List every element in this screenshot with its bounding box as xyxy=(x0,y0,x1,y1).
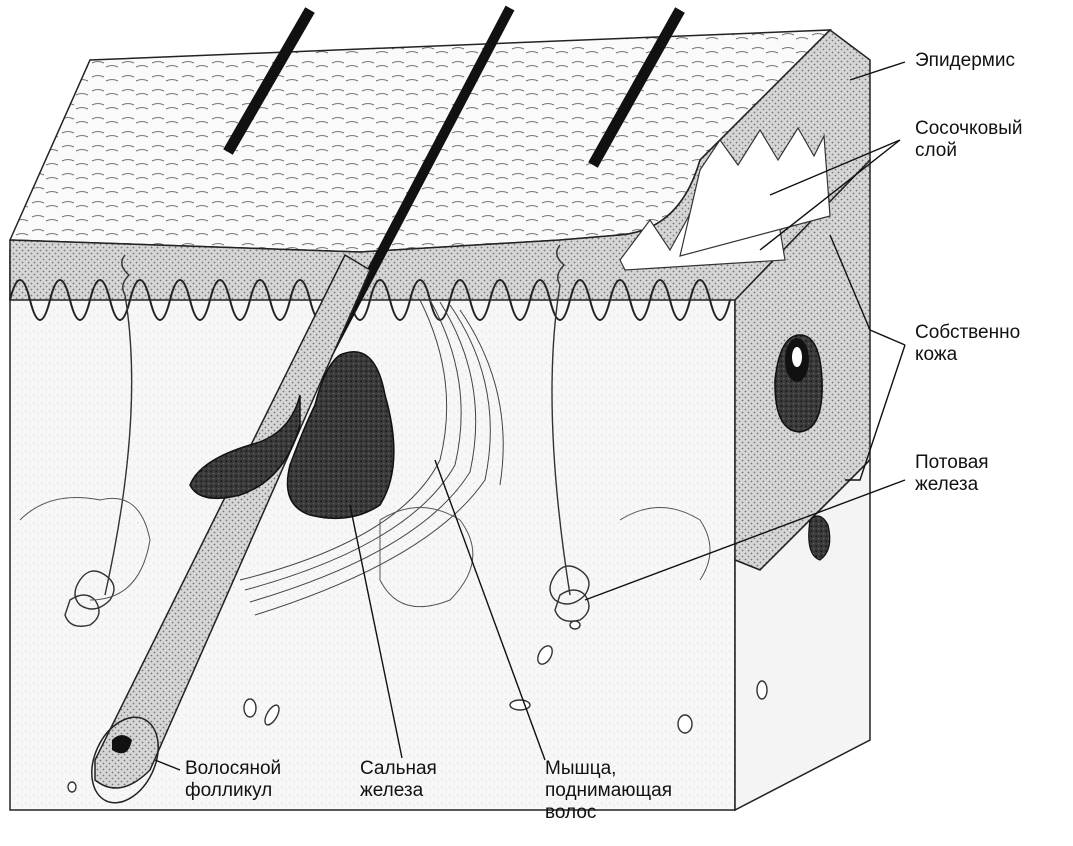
label-dermis: Собственно кожа xyxy=(915,322,1020,366)
label-epidermis: Эпидермис xyxy=(915,50,1015,72)
label-sweat-gland: Потовая железа xyxy=(915,452,989,496)
label-papillary-layer: Сосочковый слой xyxy=(915,118,1023,162)
label-arrector-muscle: Мышца, поднимающая волос xyxy=(545,758,672,824)
label-hair-follicle: Волосяной фолликул xyxy=(185,758,281,802)
label-sebaceous-gland: Сальная железа xyxy=(360,758,437,802)
